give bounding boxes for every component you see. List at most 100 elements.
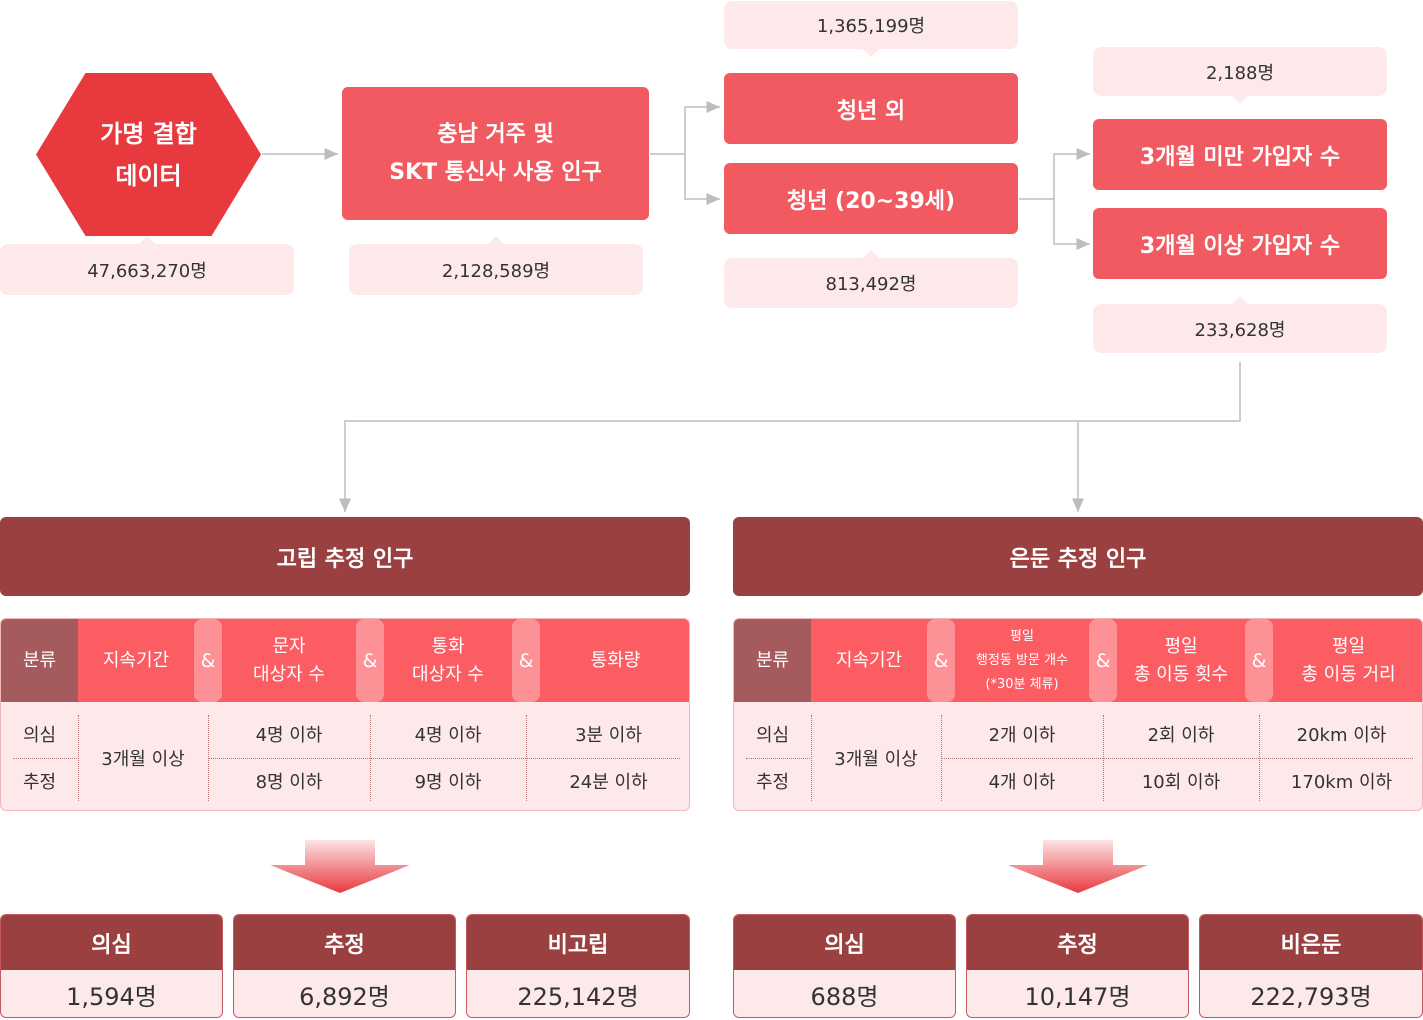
under3-label: 3개월 미만 가입자 수 xyxy=(1139,144,1341,170)
col-moves-label-2: 총 이동 횟수 xyxy=(1133,663,1229,685)
result-label: 비고립 xyxy=(467,915,689,970)
col-call: 통화 대상자 수 xyxy=(384,619,512,702)
over3-count-badge: 233,628명 xyxy=(1093,296,1387,353)
col-volume: 통화량 xyxy=(540,619,689,702)
under3-stage: 3개월 미만 가입자 수 xyxy=(1093,119,1387,190)
non-youth-count-badge: 1,365,199명 xyxy=(724,1,1018,57)
col-visits-label-2: 행정동 방문 개수 xyxy=(976,652,1068,668)
result-label: 추정 xyxy=(234,915,455,970)
col-visits-label-3: (*30분 체류) xyxy=(985,676,1059,692)
isolation-result-estimate: 추정 6,892명 xyxy=(233,914,456,1018)
volume-estimate: 24분 이하 xyxy=(569,772,648,793)
col-category: 분류 xyxy=(734,619,811,702)
col-category-label: 분류 xyxy=(22,649,57,671)
col-duration: 지속기간 xyxy=(811,619,927,702)
youth-count: 813,492명 xyxy=(825,274,917,295)
region-line2: SKT 통신사 사용 인구 xyxy=(389,159,602,185)
region-count: 2,128,589명 xyxy=(441,260,551,282)
divider xyxy=(811,715,812,801)
divider xyxy=(1103,715,1104,801)
divider xyxy=(208,758,680,759)
arrow-to-isolation xyxy=(339,362,1241,512)
amp-pill: & xyxy=(194,619,222,702)
sms-suspect: 4명 이하 xyxy=(255,725,323,746)
result-value: 10,147명 xyxy=(1024,982,1131,1011)
source-count-badge: 47,663,270명 xyxy=(0,236,294,295)
divider xyxy=(526,715,527,801)
sms-estimate: 8명 이하 xyxy=(255,772,323,793)
col-category: 분류 xyxy=(1,619,78,702)
col-category-label: 분류 xyxy=(755,649,790,671)
isolation-title: 고립 추정 인구 xyxy=(276,546,414,572)
amp-label: & xyxy=(1095,649,1111,672)
col-duration: 지속기간 xyxy=(78,619,194,702)
divider xyxy=(941,715,942,801)
under3-count: 2,188명 xyxy=(1205,62,1275,84)
source-hexagon: 가명 결합 데이터 xyxy=(36,73,261,236)
isolation-criteria-table: 분류 지속기간 & 문자 대상자 수 & 통화 대상자 수 & 통화량 의심 추… xyxy=(0,618,690,811)
region-stage: 충남 거주 및 SKT 통신사 사용 인구 xyxy=(342,87,649,220)
col-distance-label-2: 총 이동 거리 xyxy=(1301,663,1396,685)
col-volume-label: 통화량 xyxy=(590,649,641,671)
duration-value: 3개월 이상 xyxy=(834,748,918,770)
youth-count-badge: 813,492명 xyxy=(724,250,1018,308)
col-visits-label-1: 평일 xyxy=(1010,628,1034,644)
col-duration-label: 지속기간 xyxy=(835,649,903,671)
call-estimate: 9명 이하 xyxy=(414,772,482,793)
over3-count: 233,628명 xyxy=(1194,319,1286,341)
col-moves-label-1: 평일 xyxy=(1164,635,1198,657)
amp-label: & xyxy=(200,649,216,672)
divider xyxy=(941,758,1413,759)
result-label: 비은둔 xyxy=(1200,915,1422,970)
arrow-to-non-youth xyxy=(650,101,720,155)
region-count-badge: 2,128,589명 xyxy=(349,236,643,295)
amp-label: & xyxy=(362,649,378,672)
divider xyxy=(13,758,77,759)
row-suspect-label: 의심 xyxy=(22,725,57,746)
row-estimate-label: 추정 xyxy=(755,772,790,793)
down-arrow-isolation xyxy=(270,840,410,893)
non-youth-label: 청년 외 xyxy=(836,98,906,124)
col-duration-label: 지속기간 xyxy=(102,649,170,671)
isolation-header: 고립 추정 인구 xyxy=(0,517,690,596)
over3-stage: 3개월 이상 가입자 수 xyxy=(1093,208,1387,279)
col-distance: 평일 총 이동 거리 xyxy=(1273,619,1422,702)
divider xyxy=(746,758,810,759)
divider xyxy=(208,715,209,801)
visits-estimate: 4개 이하 xyxy=(988,772,1056,793)
youth-label: 청년 (20~39세) xyxy=(786,188,956,214)
result-value: 6,892명 xyxy=(299,982,390,1011)
moves-suspect: 2회 이하 xyxy=(1147,725,1215,746)
row-suspect-label: 의심 xyxy=(755,725,790,746)
result-label: 추정 xyxy=(967,915,1188,970)
col-sms-label-1: 문자 xyxy=(272,635,306,657)
col-call-label-1: 통화 xyxy=(431,635,465,657)
result-value: 222,793명 xyxy=(1250,982,1372,1011)
col-moves: 평일 총 이동 횟수 xyxy=(1117,619,1245,702)
duration-value: 3개월 이상 xyxy=(101,748,185,770)
result-label: 의심 xyxy=(1,915,222,970)
down-arrow-reclusion xyxy=(1008,840,1148,893)
non-youth-stage: 청년 외 xyxy=(724,73,1018,144)
divider xyxy=(1259,715,1260,801)
distance-suspect: 20km 이하 xyxy=(1296,725,1387,746)
amp-label: & xyxy=(518,649,534,672)
over3-label: 3개월 이상 가입자 수 xyxy=(1139,233,1341,259)
amp-pill: & xyxy=(512,619,540,702)
reclusion-result-suspect: 의심 688명 xyxy=(733,914,956,1018)
result-value: 225,142명 xyxy=(517,982,639,1011)
region-line1: 충남 거주 및 xyxy=(437,121,554,147)
moves-estimate: 10회 이하 xyxy=(1141,772,1221,793)
col-distance-label-1: 평일 xyxy=(1331,635,1366,657)
non-youth-count: 1,365,199명 xyxy=(816,16,926,37)
isolation-result-suspect: 의심 1,594명 xyxy=(0,914,223,1018)
amp-pill: & xyxy=(1089,619,1117,702)
divider xyxy=(78,715,79,801)
col-sms: 문자 대상자 수 xyxy=(222,619,356,702)
row-estimate-label: 추정 xyxy=(22,772,57,793)
reclusion-criteria-table: 분류 지속기간 & 평일 행정동 방문 개수 (*30분 체류) & 평일 총 … xyxy=(733,618,1423,811)
reclusion-title: 은둔 추정 인구 xyxy=(1009,546,1147,572)
result-value: 688명 xyxy=(810,982,879,1011)
visits-suspect: 2개 이하 xyxy=(988,725,1056,746)
distance-estimate: 170km 이하 xyxy=(1290,772,1393,793)
